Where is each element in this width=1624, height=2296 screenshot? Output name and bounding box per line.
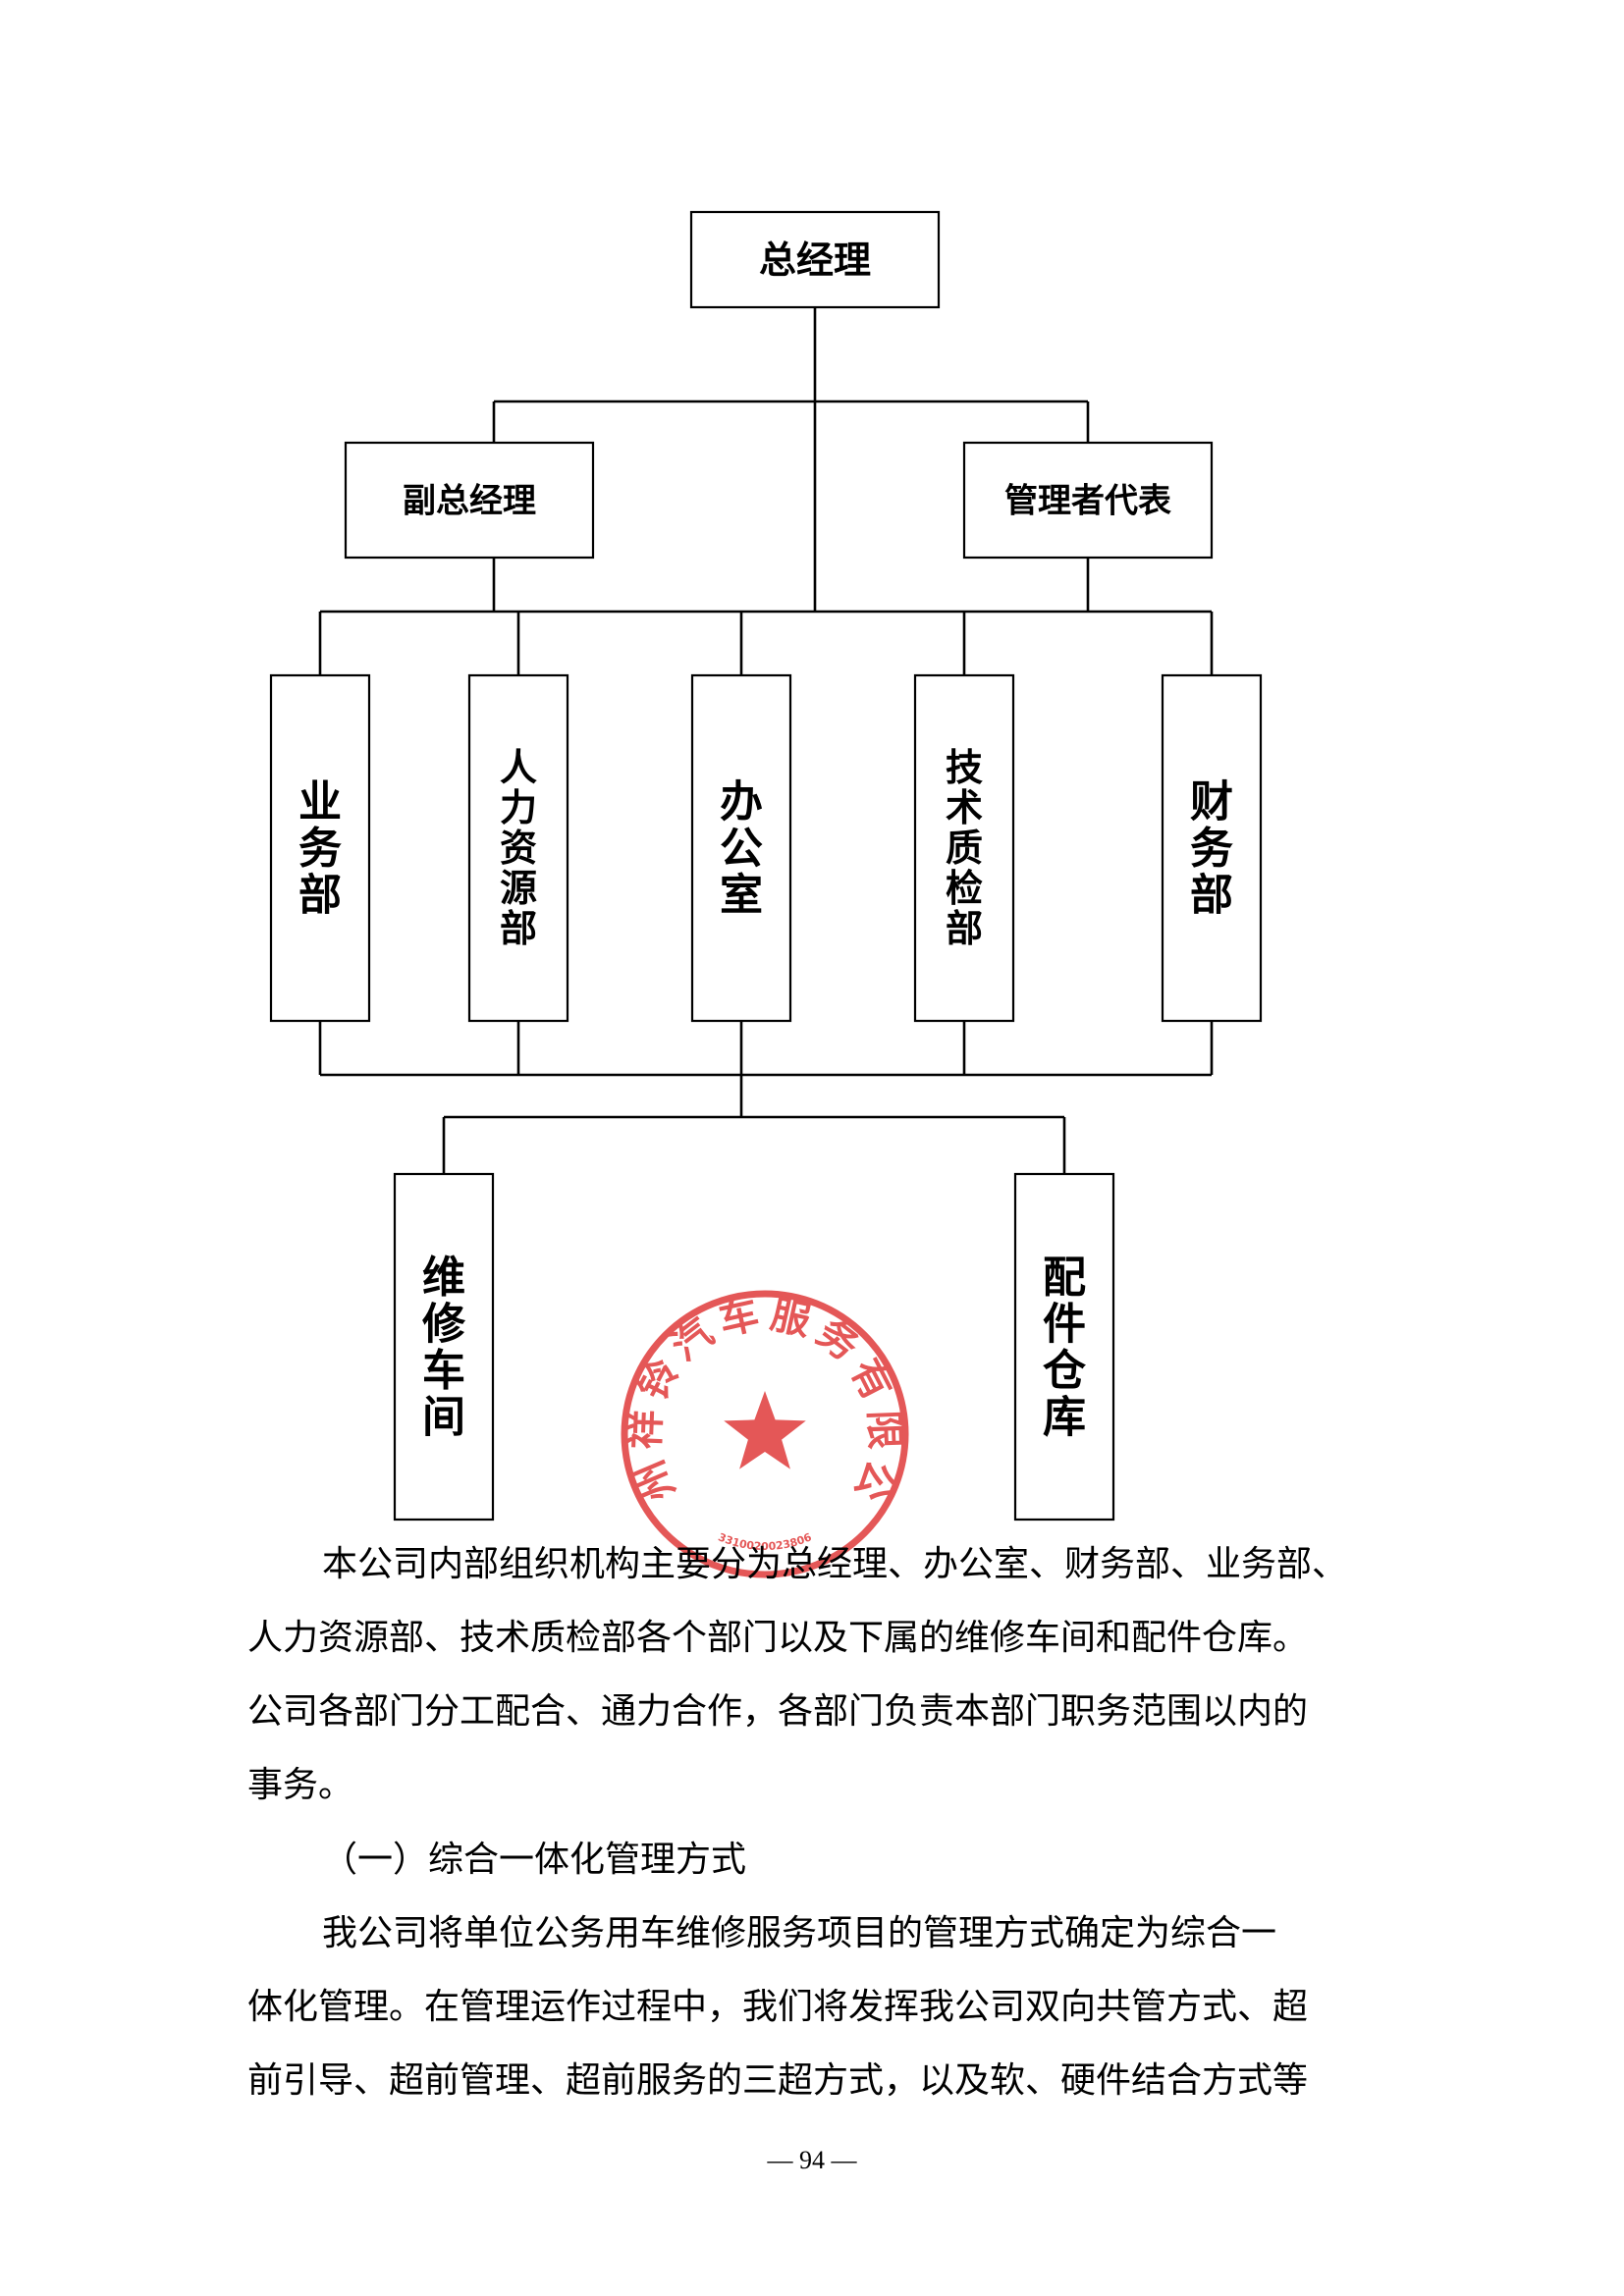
- section-heading: （一）综合一体化管理方式: [322, 1840, 747, 1880]
- org-node-box: [1161, 673, 1263, 1023]
- intro-paragraph: 本公司内部组织机构主要分为总经理、办公室、财务部、业务部、 人力资源部、技术质检…: [247, 1527, 1386, 1822]
- org-node-gm: 总经理: [689, 210, 941, 309]
- intro-line: 人力资源部、技术质检部各个部门以及下属的维修车间和配件仓库。: [247, 1618, 1309, 1658]
- intro-line: 公司各部门分工配合、通力合作，各部门负责本部门职务范围以内的: [247, 1691, 1309, 1732]
- org-node-box: [1013, 1172, 1115, 1522]
- org-node-box: [467, 673, 569, 1023]
- org-node-label: 管理者代表: [1004, 482, 1171, 521]
- management-paragraph: 我公司将单位公务用车维修服务项目的管理方式确定为综合一 体化管理。在管理运作过程…: [247, 1896, 1386, 2117]
- org-node-tech-qc: 技术质检部: [913, 673, 1015, 1023]
- intro-line: 事务。: [247, 1765, 354, 1805]
- page-number: — 94 —: [767, 2146, 857, 2174]
- org-node-warehouse: 配件仓库: [1013, 1172, 1115, 1522]
- org-node-label: 技术质检部: [946, 746, 983, 950]
- intro-line: 本公司内部组织机构主要分为总经理、办公室、财务部、业务部、: [322, 1544, 1348, 1584]
- org-node-deputy-gm: 副总经理: [344, 441, 595, 560]
- org-node-box: [269, 673, 371, 1023]
- org-chart-connectors: [318, 307, 1214, 1174]
- org-node-mgmt-rep: 管理者代表: [962, 441, 1214, 560]
- org-node-label: 财务部: [1190, 777, 1233, 921]
- org-node-box: [393, 1172, 495, 1522]
- org-node-box: [690, 673, 792, 1023]
- org-node-box: [689, 210, 941, 309]
- management-line: 我公司将单位公务用车维修服务项目的管理方式确定为综合一: [322, 1913, 1277, 1953]
- org-node-label: 业务部: [298, 777, 342, 921]
- management-line: 体化管理。在管理运作过程中，我们将发挥我公司双向共管方式、超: [247, 1987, 1309, 2027]
- org-node-box: [913, 673, 1015, 1023]
- org-node-business: 业务部: [269, 673, 371, 1023]
- org-node-label: 人力资源部: [500, 746, 537, 950]
- org-node-workshop: 维修车间: [393, 1172, 495, 1522]
- org-node-label: 副总经理: [403, 482, 536, 521]
- org-node-office: 办公室: [690, 673, 792, 1023]
- org-node-label: 总经理: [759, 239, 871, 282]
- management-line: 前引导、超前管理、超前服务的三超方式，以及软、硬件结合方式等: [247, 2060, 1309, 2101]
- org-node-label: 维修车间: [422, 1253, 466, 1443]
- org-node-label: 办公室: [720, 777, 763, 921]
- org-node-box: [344, 441, 595, 560]
- org-node-label: 配件仓库: [1043, 1253, 1087, 1443]
- org-node-finance: 财务部: [1161, 673, 1263, 1023]
- org-node-box: [962, 441, 1214, 560]
- seal-star-icon: [724, 1391, 806, 1469]
- org-node-hr: 人力资源部: [467, 673, 569, 1023]
- seal-ring: [621, 1290, 909, 1578]
